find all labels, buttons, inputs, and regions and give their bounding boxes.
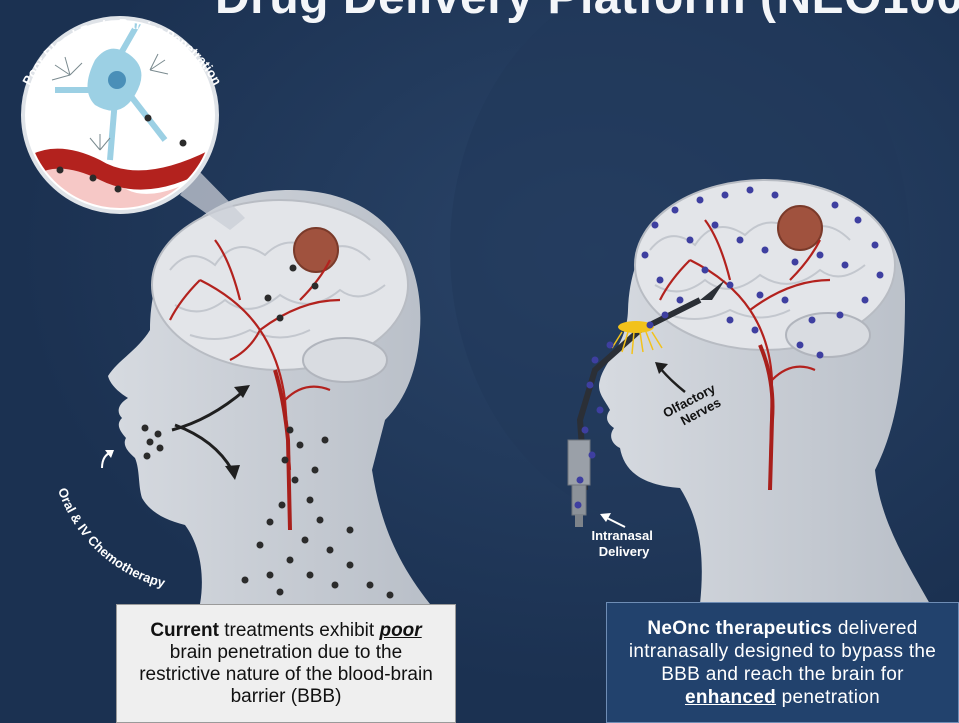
current-treatment-caption: Current treatments exhibit poor brain pe… [116, 604, 456, 723]
caption-left-bold: Current [150, 620, 219, 641]
neonc-caption: NeOnc therapeutics delivered intranasall… [606, 602, 959, 723]
caption-left-text1: treatments exhibit [219, 620, 380, 641]
left-tumor [294, 228, 338, 272]
caption-right-emph: enhanced [685, 687, 776, 708]
left-cerebellum [303, 338, 387, 382]
caption-left-text2: brain penetration due to the restrictive… [139, 642, 433, 707]
caption-left-emph: poor [379, 620, 421, 641]
page-title: Drug Delivery Platform (NEO100) [215, 0, 959, 25]
right-cerebellum [786, 313, 870, 357]
intranasal-label: Intranasal Delivery [591, 528, 656, 559]
right-tumor [778, 206, 822, 250]
caption-right-text2: penetration [776, 687, 880, 708]
caption-right-bold: NeOnc therapeutics [647, 618, 832, 639]
